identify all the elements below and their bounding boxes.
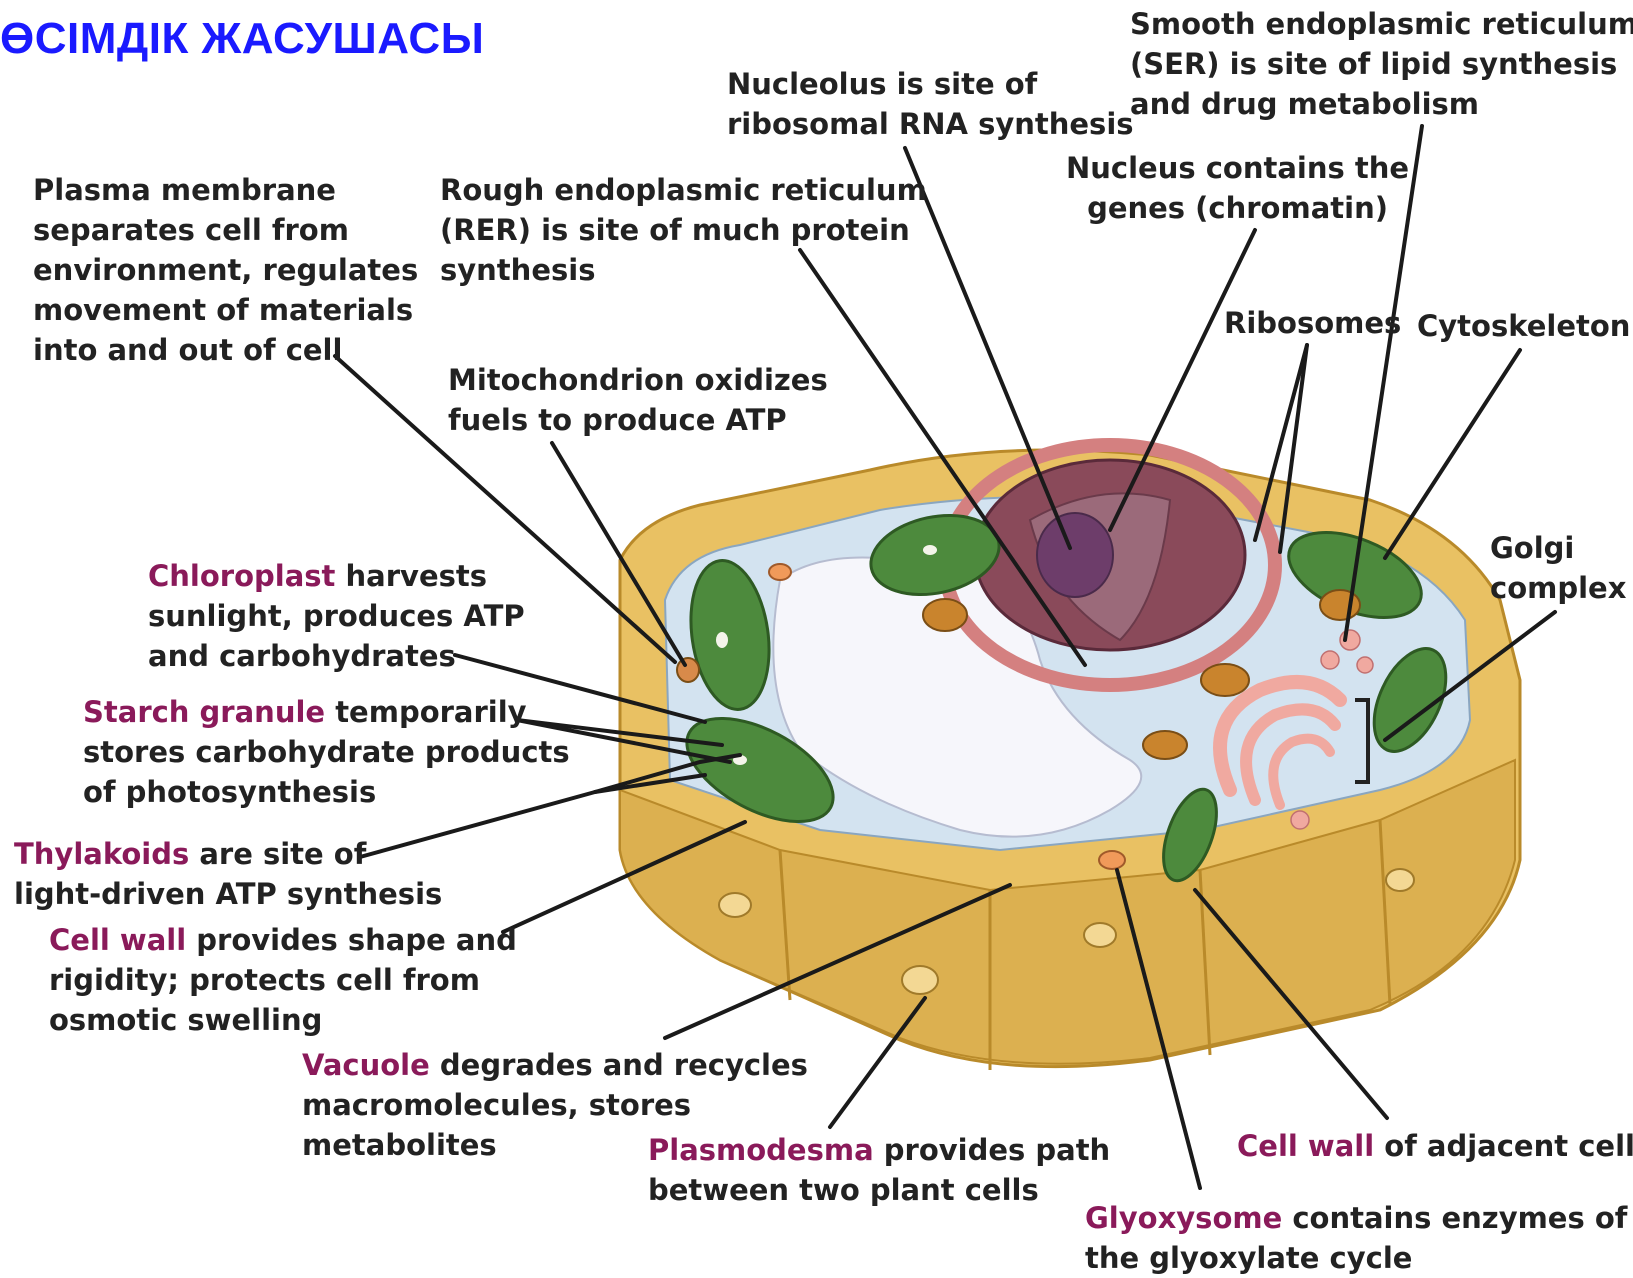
plasmodesma-pit: [719, 893, 751, 917]
label-glyoxysome: Glyoxysome contains enzymes of the glyox…: [1085, 1198, 1627, 1278]
term-glyoxysome: Glyoxysome: [1085, 1201, 1282, 1235]
mitochondrion: [677, 658, 699, 682]
term-cell-wall-adjacent: Cell wall: [1237, 1129, 1374, 1163]
mitochondrion: [1320, 590, 1360, 620]
label-first-line: Plasmodesma provides path: [648, 1130, 1110, 1170]
label-line: the glyoxylate cycle: [1085, 1238, 1627, 1278]
label-first-line: Thylakoids are site of: [14, 834, 442, 874]
nucleolus: [1037, 513, 1113, 597]
label-line: macromolecules, stores: [302, 1085, 808, 1125]
glyoxysome: [1099, 851, 1125, 869]
label-line: separates cell from: [33, 210, 418, 250]
label-line: Mitochondrion oxidizes: [448, 360, 828, 400]
label-adjacent-cell-wall: Cell wall of adjacent cell: [1237, 1126, 1633, 1166]
golgi-vesicle: [1291, 811, 1309, 829]
label-first-line: Cell wall of adjacent cell: [1237, 1126, 1633, 1166]
golgi-vesicle: [1321, 651, 1339, 669]
label-text: contains enzymes of: [1282, 1201, 1627, 1235]
label-nucleus: Nucleus contains the genes (chromatin): [1066, 148, 1409, 228]
label-line: of photosynthesis: [83, 772, 570, 812]
label-thylakoids: Thylakoids are site of light-driven ATP …: [14, 834, 442, 914]
label-line: (RER) is site of much protein: [440, 210, 927, 250]
label-first-line: Cell wall provides shape and: [49, 920, 517, 960]
label-chloroplast: Chloroplast harvests sunlight, produces …: [148, 556, 525, 676]
label-line: environment, regulates: [33, 250, 418, 290]
term-cell-wall: Cell wall: [49, 923, 186, 957]
term-starch-granule: Starch granule: [83, 695, 325, 729]
label-line: movement of materials: [33, 290, 418, 330]
label-mitochondrion: Mitochondrion oxidizes fuels to produce …: [448, 360, 828, 440]
label-line: stores carbohydrate products: [83, 732, 570, 772]
label-text: harvests: [335, 559, 487, 593]
label-cell-wall: Cell wall provides shape and rigidity; p…: [49, 920, 517, 1040]
plasmodesma-pit: [1386, 869, 1414, 891]
label-line: and drug metabolism: [1130, 84, 1633, 124]
label-line: Smooth endoplasmic reticulum: [1130, 4, 1633, 44]
label-smooth-er: Smooth endoplasmic reticulum (SER) is si…: [1130, 4, 1633, 124]
label-cytoskeleton: Cytoskeleton: [1417, 306, 1630, 346]
label-line: ribosomal RNA synthesis: [727, 104, 1134, 144]
label-text: provides path: [874, 1133, 1111, 1167]
label-first-line: Glyoxysome contains enzymes of: [1085, 1198, 1627, 1238]
mitochondrion: [1143, 731, 1187, 759]
term-chloroplast: Chloroplast: [148, 559, 335, 593]
label-line: fuels to produce ATP: [448, 400, 828, 440]
starch-granule: [923, 545, 937, 555]
starch-granule: [716, 632, 728, 648]
label-text: provides shape and: [186, 923, 517, 957]
label-line: rigidity; protects cell from: [49, 960, 517, 1000]
label-line: into and out of cell: [33, 330, 418, 370]
label-text: temporarily: [325, 695, 527, 729]
leader-line-cytoskeleton: [1385, 350, 1520, 558]
plasmodesma-pit: [1084, 923, 1116, 947]
label-rough-er: Rough endoplasmic reticulum (RER) is sit…: [440, 170, 927, 290]
label-line: Rough endoplasmic reticulum: [440, 170, 927, 210]
label-plasmodesma: Plasmodesma provides path between two pl…: [648, 1130, 1110, 1210]
label-line: and carbohydrates: [148, 636, 525, 676]
term-thylakoids: Thylakoids: [14, 837, 189, 871]
term-vacuole: Vacuole: [302, 1048, 430, 1082]
label-starch-granule: Starch granule temporarily stores carboh…: [83, 692, 570, 812]
label-text: of adjacent cell: [1374, 1129, 1633, 1163]
term-plasmodesma: Plasmodesma: [648, 1133, 874, 1167]
label-golgi: Golgi complex: [1490, 528, 1626, 608]
label-line: complex: [1490, 568, 1626, 608]
label-line: sunlight, produces ATP: [148, 596, 525, 636]
label-line: between two plant cells: [648, 1170, 1110, 1210]
label-first-line: Vacuole degrades and recycles: [302, 1045, 808, 1085]
label-line: Nucleus contains the: [1066, 148, 1409, 188]
mitochondrion: [923, 599, 967, 631]
label-line: synthesis: [440, 250, 927, 290]
label-line: genes (chromatin): [1066, 188, 1409, 228]
peroxisome: [769, 564, 791, 580]
plasmodesma-pit: [902, 966, 938, 994]
label-plasma-membrane: Plasma membrane separates cell from envi…: [33, 170, 418, 370]
label-line: osmotic swelling: [49, 1000, 517, 1040]
label-line: light-driven ATP synthesis: [14, 874, 442, 914]
label-line: Nucleolus is site of: [727, 64, 1134, 104]
page-title: ӨСІМДІК ЖАСУШАСЫ: [0, 14, 484, 64]
label-line: Golgi: [1490, 528, 1626, 568]
label-line: Plasma membrane: [33, 170, 418, 210]
mitochondrion: [1201, 664, 1249, 696]
label-ribosomes: Ribosomes: [1224, 303, 1401, 343]
golgi-vesicle: [1357, 657, 1373, 673]
label-first-line: Chloroplast harvests: [148, 556, 525, 596]
label-text: degrades and recycles: [430, 1048, 808, 1082]
label-text: are site of: [189, 837, 366, 871]
label-line: (SER) is site of lipid synthesis: [1130, 44, 1633, 84]
label-first-line: Starch granule temporarily: [83, 692, 570, 732]
label-nucleolus: Nucleolus is site of ribosomal RNA synth…: [727, 64, 1134, 144]
